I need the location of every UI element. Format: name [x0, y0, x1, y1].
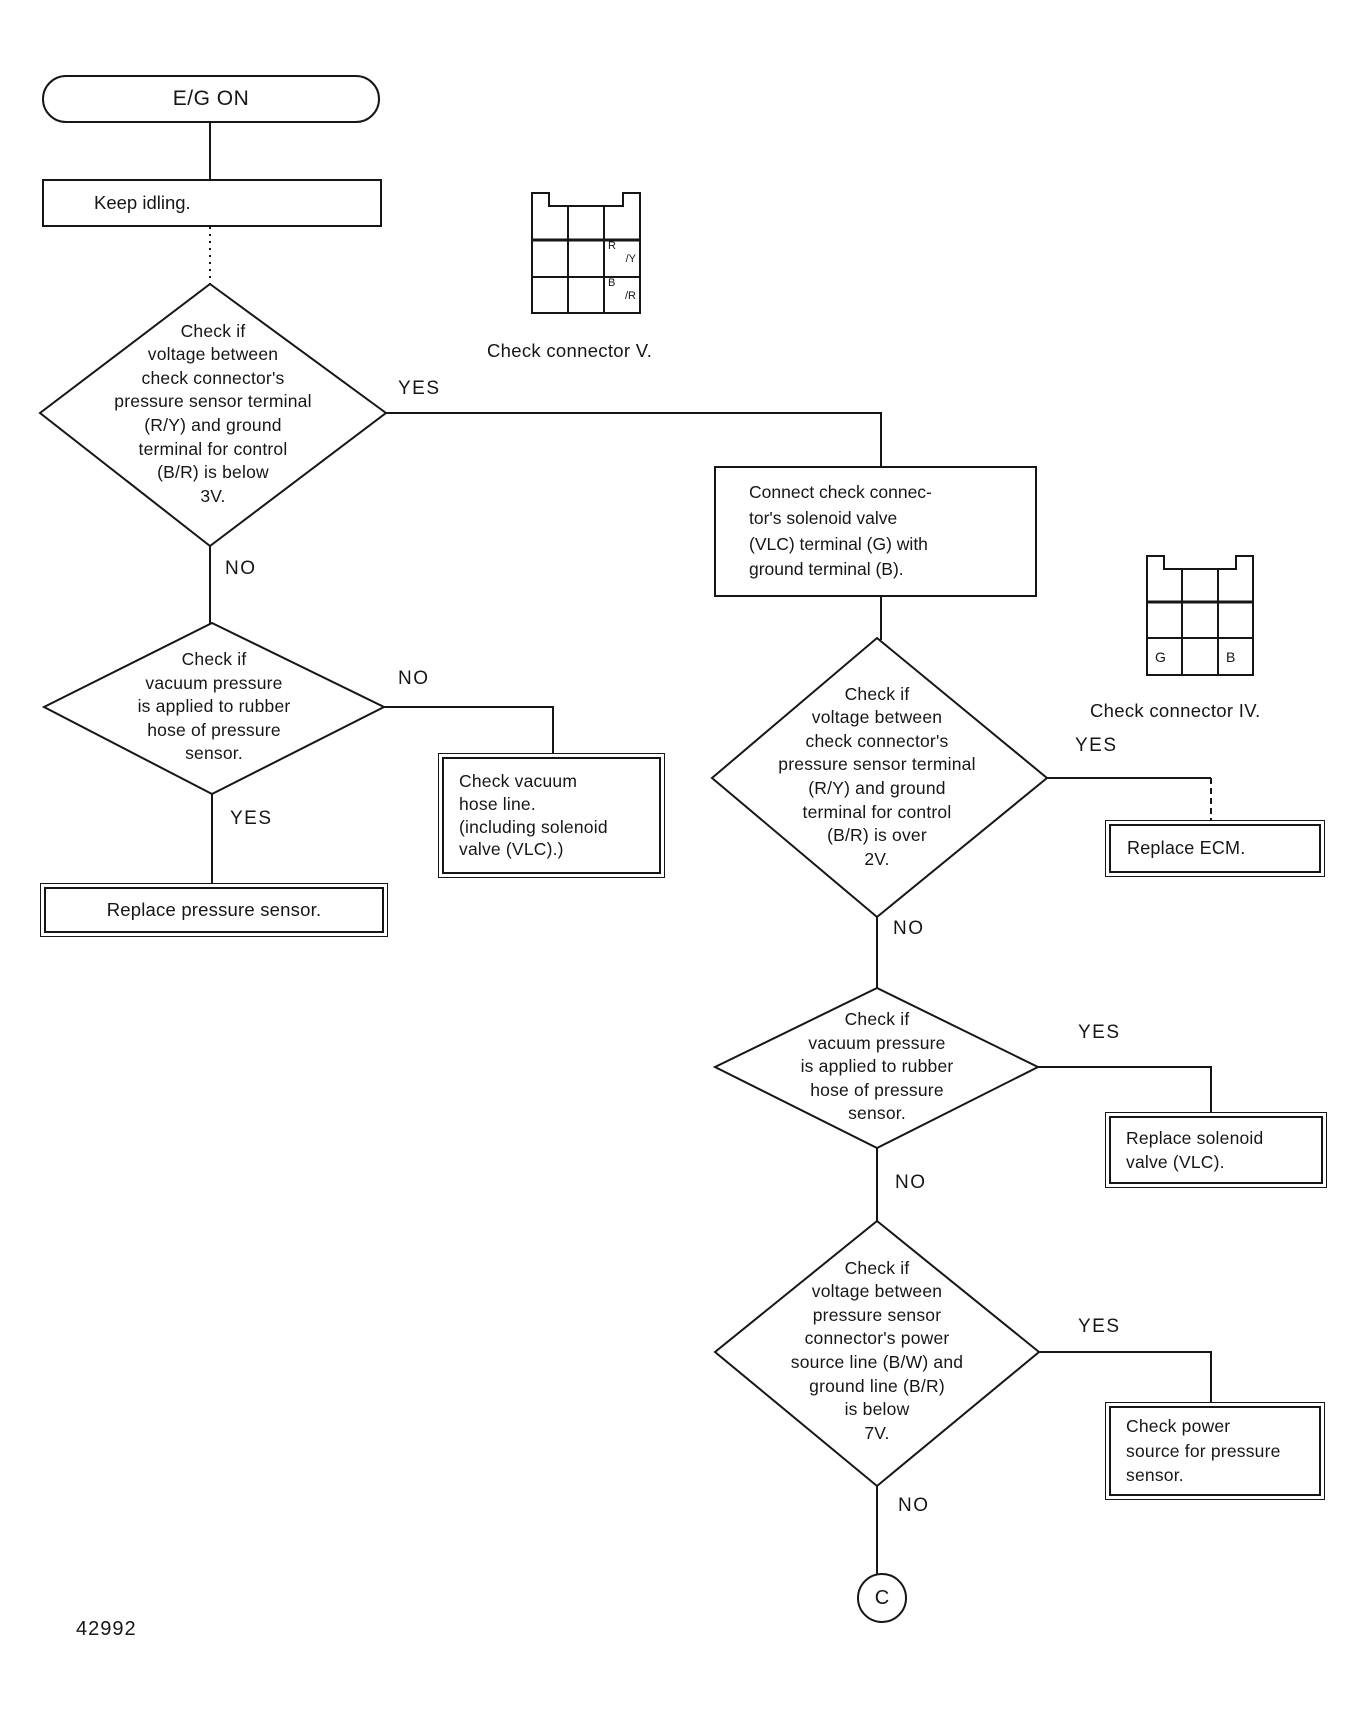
result-replace-ecm-label: Replace ECM. — [1109, 824, 1321, 873]
process-connect-check-connector: Connect check connec- tor's solenoid val… — [714, 466, 1037, 597]
branch-d5-yes: YES — [1078, 1316, 1121, 1337]
branch-d4-yes: YES — [1078, 1022, 1121, 1043]
result-check-vacuum-hose: Check vacuum hose line. (including solen… — [438, 753, 665, 878]
offpage-connector-circle — [857, 1573, 907, 1623]
connector-v-terminal-br-top: B — [608, 277, 616, 289]
start-node-label: E/G ON — [172, 87, 250, 110]
offpage-connector-label: C — [874, 1586, 890, 1609]
edge-d5-yes — [1039, 1351, 1212, 1402]
branch-d1-no: NO — [225, 558, 257, 579]
connector-v-diagram — [531, 192, 641, 314]
edge-d1-yes — [386, 412, 882, 466]
decision-voltage-below-3v-text: Check if voltage between check connector… — [114, 320, 312, 506]
connector-v-terminal-ry: R /Y — [604, 241, 640, 277]
decision-voltage-below-7v-text: Check if voltage between pressure sensor… — [790, 1257, 964, 1443]
result-replace-pressure-sensor: Replace pressure sensor. — [40, 883, 388, 937]
decision-vacuum-right-text: Check if vacuum pressure is applied to r… — [800, 1008, 954, 1124]
result-replace-solenoid-valve: Replace solenoid valve (VLC). — [1105, 1112, 1327, 1188]
start-node: E/G ON — [42, 75, 380, 123]
connector-iv-caption: Check connector IV. — [1090, 700, 1261, 721]
result-check-power-source: Check power source for pressure sensor. — [1105, 1402, 1325, 1500]
figure-number: 42992 — [76, 1618, 137, 1640]
process-keep-idling: Keep idling. — [42, 179, 382, 227]
connector-iv-terminal-g: G — [1155, 648, 1166, 665]
branch-d1-yes: YES — [398, 378, 441, 399]
connector-v-terminal-ry-bottom: /Y — [625, 253, 636, 265]
branch-d4-no: NO — [895, 1172, 927, 1193]
branch-d5-no: NO — [898, 1495, 930, 1516]
connector-iv-terminal-b: B — [1226, 648, 1236, 665]
branch-d2-yes: YES — [230, 808, 273, 829]
branch-d2-no: NO — [398, 668, 430, 689]
result-check-vacuum-hose-label: Check vacuum hose line. (including solen… — [442, 757, 661, 874]
process-connect-check-connector-label: Connect check connec- tor's solenoid val… — [749, 481, 932, 580]
result-replace-ecm: Replace ECM. — [1105, 820, 1325, 877]
edge-d4-yes — [1038, 1066, 1212, 1112]
result-replace-solenoid-valve-label: Replace solenoid valve (VLC). — [1109, 1116, 1323, 1184]
connector-iv-diagram — [1146, 555, 1254, 676]
branch-d3-no: NO — [893, 918, 925, 939]
connector-v-terminal-br-bottom: /R — [625, 290, 636, 302]
result-check-power-source-label: Check power source for pressure sensor. — [1109, 1406, 1321, 1496]
process-keep-idling-label: Keep idling. — [94, 192, 191, 213]
edge-d2-no — [384, 706, 554, 753]
result-replace-pressure-sensor-label: Replace pressure sensor. — [44, 887, 384, 933]
decision-voltage-over-2v-text: Check if voltage between check connector… — [778, 683, 976, 869]
connector-v-caption: Check connector V. — [487, 340, 653, 361]
decision-vacuum-left-text: Check if vacuum pressure is applied to r… — [137, 648, 291, 764]
connector-v-terminal-br: B /R — [604, 278, 640, 313]
branch-d3-yes: YES — [1075, 735, 1118, 756]
connector-v-terminal-ry-top: R — [608, 240, 616, 252]
